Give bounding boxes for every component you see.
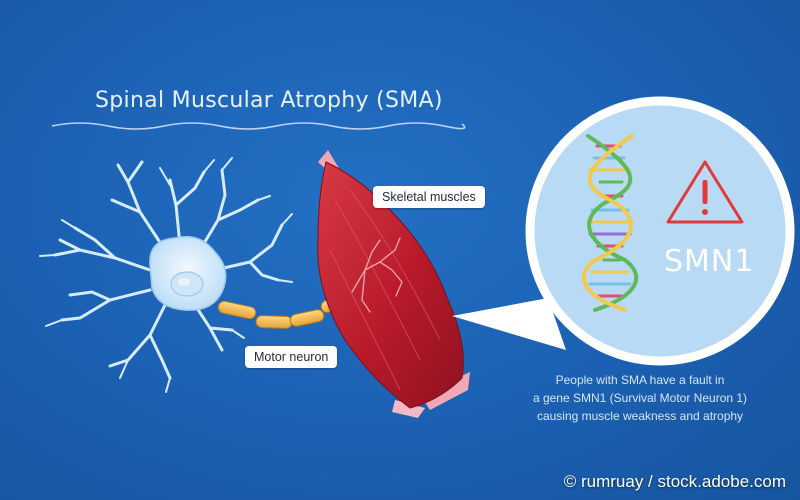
image-credit: © rumruay / stock.adobe.com bbox=[563, 472, 786, 491]
description-line: causing muscle weakness and atrophy bbox=[536, 409, 744, 423]
skeletal-muscles-label: Skeletal muscles bbox=[373, 186, 485, 208]
motor-neuron-label: Motor neuron bbox=[245, 346, 338, 368]
dna-helix-icon bbox=[581, 134, 639, 312]
description-line: a gene SMN1 (Survival Motor Neuron 1) bbox=[532, 391, 748, 405]
description-line: People with SMA have a fault in bbox=[555, 373, 725, 387]
warning-triangle-icon bbox=[666, 160, 744, 224]
muscle-illustration bbox=[317, 150, 470, 418]
neuron-illustration bbox=[149, 235, 227, 311]
gene-label: SMN1 bbox=[664, 244, 755, 279]
diagram-title: Spinal Muscular Atrophy (SMA) bbox=[95, 88, 443, 113]
title-wave bbox=[51, 122, 466, 130]
description-text: People with SMA have a fault in a gene S… bbox=[500, 371, 780, 425]
magnifier-circle bbox=[525, 96, 795, 366]
magnifier-pointer bbox=[452, 298, 566, 350]
neuron-dendrites bbox=[39, 157, 293, 393]
